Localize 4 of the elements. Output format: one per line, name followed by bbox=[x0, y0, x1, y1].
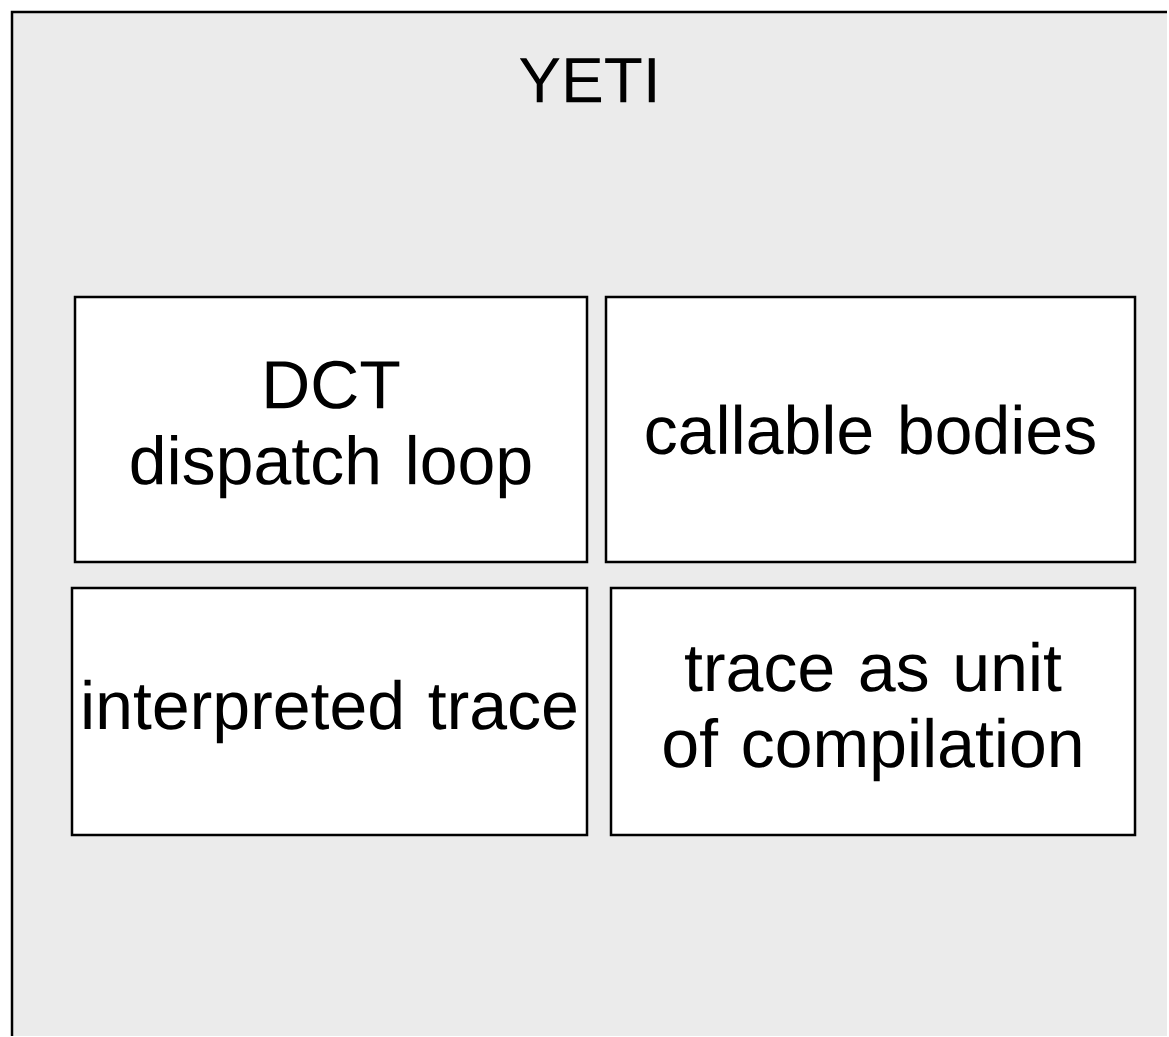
text-box: interpreted trace bbox=[70, 586, 589, 837]
text-box: callable bodies bbox=[604, 295, 1137, 564]
text-box: DCT dispatch loop bbox=[73, 295, 589, 564]
text-box: trace as unit of compilation bbox=[609, 586, 1137, 837]
